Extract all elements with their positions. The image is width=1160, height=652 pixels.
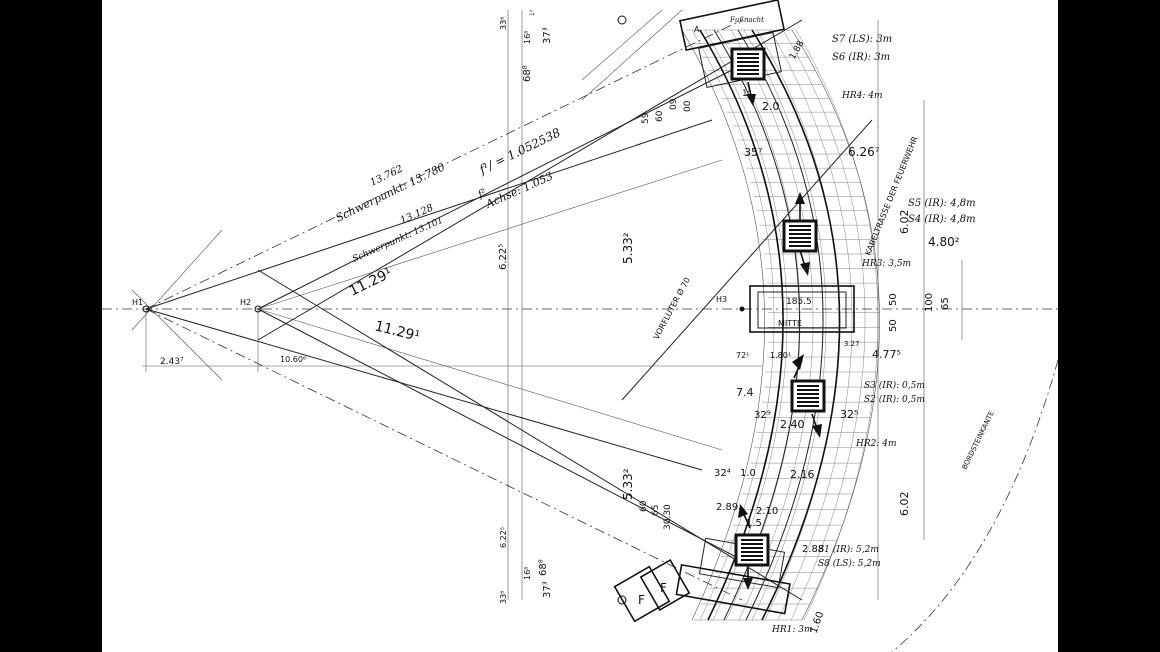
center-dim-5: 60 xyxy=(655,110,665,122)
radius-label-1: 11.29¹ xyxy=(347,265,395,299)
hatched-block xyxy=(790,379,826,413)
right-dim-6: 65 xyxy=(940,297,951,310)
center-dim-10: 1.80¹ xyxy=(770,351,791,360)
note-hr4: HR4: 4m xyxy=(841,91,883,101)
center-dim-22: 1.5 xyxy=(746,518,762,529)
center-dim-9: 72¹ xyxy=(736,351,749,360)
center-dim-0: 5.33² xyxy=(621,232,635,264)
left-dim-8: 37³ xyxy=(542,27,553,44)
right-dim-5: 100 xyxy=(924,293,935,312)
direction-arrows xyxy=(738,81,822,590)
note-top: Fußnacht xyxy=(729,16,764,24)
note-hr2: HR2: 4m xyxy=(855,439,897,449)
hatched-block xyxy=(782,219,818,253)
radius-label-2: 11.29¹ xyxy=(373,318,421,345)
note-s4: S4 (IR): 4,8m xyxy=(908,214,976,225)
center-box-dim: 185.5 xyxy=(786,297,812,307)
center-dim-8: 00 xyxy=(683,100,693,112)
construction-rays xyxy=(131,9,873,601)
dim-h2-h3: 10.60⁶ xyxy=(280,355,306,364)
right-dim-4: 50 xyxy=(888,319,899,332)
right-dim-8: 32⁵ xyxy=(840,408,858,421)
label-h3: H3 xyxy=(716,295,727,304)
center-box xyxy=(749,285,855,333)
note-s5: S5 (IR): 4,8m xyxy=(908,198,976,209)
center-dim-20: 2.89 xyxy=(716,502,738,513)
left-dim-7: 33⁶ xyxy=(499,591,508,604)
right-dim-1: 6.02 xyxy=(898,210,911,235)
center-dim-16: 2.16 xyxy=(790,468,815,481)
factor-label: f¹/ = 1.052538 xyxy=(476,125,563,177)
side-label-drain: VORFLUTER Ø 70 xyxy=(651,276,692,341)
note-s3: S3 (IR): 0,5m xyxy=(864,380,925,391)
point-markers xyxy=(142,15,745,605)
left-dim-3: 6.22⁵ xyxy=(498,244,509,270)
note-s1: S1 (IR): 5,2m xyxy=(818,544,879,555)
label-h2: H2 xyxy=(240,298,251,307)
labels: H1 H2 H3 185.5 MITTE 11.29¹ 11.29¹ 13.76… xyxy=(132,9,996,635)
left-dim-1: 16⁸ xyxy=(523,31,532,44)
right-dim-0: 6.26⁷ xyxy=(848,145,880,159)
h3-marker xyxy=(739,306,745,312)
center-dim-13: 2.40 xyxy=(780,418,805,431)
label-h1: H1 xyxy=(132,298,143,307)
center-dim-19: 30.30 xyxy=(663,504,673,530)
left-dim-10: 1⁰ xyxy=(529,9,536,16)
technical-drawing: H1 H2 H3 185.5 MITTE 11.29¹ 11.29¹ 13.76… xyxy=(102,0,1058,652)
center-dim-21: 2.10 xyxy=(756,506,778,517)
dim-h1-h2: 2.43⁷ xyxy=(160,357,184,367)
center-dim-7: 09 xyxy=(669,98,679,110)
left-dim-5: 68⁸ xyxy=(538,559,549,576)
corner-label-bottom-a: F xyxy=(638,593,645,607)
left-dim-9: 37³ xyxy=(542,581,553,598)
center-dim-12: 32⁹ xyxy=(754,410,771,421)
side-label-curb: BORDSTEINKANTE xyxy=(961,410,996,471)
center-box-label: MITTE xyxy=(778,319,802,328)
drawing-sheet: H1 H2 H3 185.5 MITTE 11.29¹ 11.29¹ 13.76… xyxy=(102,0,1058,652)
hatched-block xyxy=(734,533,770,567)
structural-grid xyxy=(686,29,880,621)
right-dim-3: 50 xyxy=(888,293,899,306)
right-dim-2: 4.80² xyxy=(928,235,960,249)
corner-label-top: A xyxy=(694,25,700,34)
center-dim-18: 65 xyxy=(651,505,661,516)
note-s8: S8 (LS): 5,2m xyxy=(818,558,881,569)
center-dim-17: 60 xyxy=(639,500,649,512)
left-dim-4: 6.22⁵ xyxy=(499,527,508,548)
left-dim-6: 16⁸ xyxy=(523,567,532,580)
center-dim-6: 59 xyxy=(641,112,651,124)
bottom-end-block xyxy=(613,537,791,623)
center-dim-25: 3.27 xyxy=(844,340,860,348)
note-hr3: HR3: 3,5m xyxy=(861,259,911,269)
note-s7: S7 (LS): 3m xyxy=(832,34,892,45)
center-dim-3: 1⁴ xyxy=(742,89,752,99)
center-dim-14: 32⁴ xyxy=(714,468,731,479)
hatched-block xyxy=(730,47,766,81)
right-dim-7: 4.77⁵ xyxy=(872,348,901,361)
center-dim-11: 7.4 xyxy=(736,386,754,399)
note-s6: S6 (IR): 3m xyxy=(832,52,890,63)
center-dim-23: 2.88 xyxy=(802,544,824,555)
right-dim-9: 6.02 xyxy=(898,492,911,517)
h2-marker xyxy=(254,305,262,313)
curb-line xyxy=(891,359,1058,652)
hatched-elements xyxy=(730,47,826,567)
center-dim-2: 35⁷ xyxy=(744,146,762,159)
center-dim-4: 2.0 xyxy=(762,100,780,113)
left-dim-2: 68⁸ xyxy=(522,65,533,82)
center-dim-1: 5.33² xyxy=(621,468,635,500)
left-dim-0: 33⁶ xyxy=(499,17,508,30)
h1-marker xyxy=(142,305,150,313)
note-hr1: HR1: 3m xyxy=(771,625,813,635)
note-s2: S2 (IR): 0,5m xyxy=(864,394,925,405)
center-dim-15: 1.0 xyxy=(740,468,756,479)
curved-track xyxy=(681,29,880,621)
corner-label-bottom-b: F xyxy=(660,581,667,595)
